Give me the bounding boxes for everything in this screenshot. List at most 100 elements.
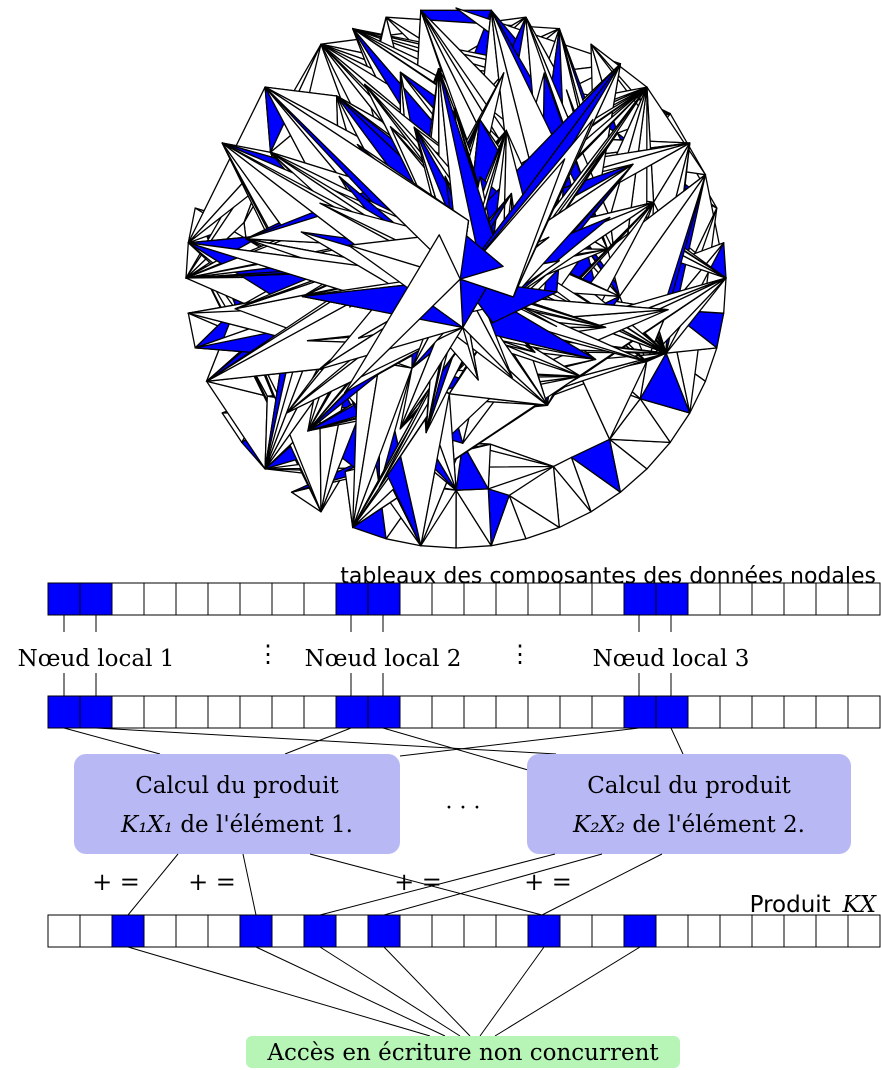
element-box-1-math: K₁X₁ [120, 812, 173, 838]
top-array-cell [559, 582, 593, 616]
top-array-cell [303, 582, 337, 616]
result-array-cell [335, 914, 369, 948]
second-array-cell [47, 695, 81, 729]
converging-line [255, 946, 446, 1037]
top-array [47, 582, 881, 616]
second-array-cell [559, 695, 593, 729]
second-array-cell [271, 695, 305, 729]
gather-arrows [63, 727, 684, 771]
element-box-1 [74, 754, 400, 854]
mesh-element [420, 489, 457, 549]
second-array-cell [751, 695, 785, 729]
triangular-mesh [185, 7, 727, 549]
top-array-cell [335, 582, 369, 616]
plus-equals-1: + = [92, 868, 140, 896]
second-array-cell [399, 695, 433, 729]
element-box-2-text: de l'élément 2. [632, 812, 805, 838]
result-array-cell [431, 914, 465, 948]
result-array-cell [687, 914, 721, 948]
top-connectors [63, 615, 672, 696]
top-array-cell [847, 582, 881, 616]
scatter-arrows [127, 853, 663, 916]
mesh-element [344, 234, 461, 394]
second-array-cell [463, 695, 497, 729]
element-box-1-line1: Calcul du produit [135, 773, 339, 799]
converging-line [319, 946, 461, 1037]
result-array-cell [271, 914, 305, 948]
result-array-cell [719, 914, 753, 948]
top-array-cell [79, 582, 113, 616]
vdots-1: ⋮ [256, 640, 280, 668]
vdots-2: ⋮ [508, 640, 532, 668]
top-array-cell [527, 582, 561, 616]
mesh-element-highlighted [570, 438, 622, 493]
result-array [47, 914, 881, 948]
converging-line [479, 946, 545, 1037]
plus-equals-3: + = [394, 868, 442, 896]
second-array-cell [303, 695, 337, 729]
mesh-element [264, 86, 470, 280]
plus-equals-4: + = [524, 868, 572, 896]
result-array-cell [623, 914, 657, 948]
node-label-2: Nœud local 2 [305, 646, 462, 672]
svg-text:K₁X₁ de l'élément 1.: K₁X₁ de l'élément 1. [120, 812, 353, 838]
element-box-1-text: de l'élément 1. [180, 812, 353, 838]
mesh-element [347, 244, 464, 329]
converging-line [127, 946, 431, 1037]
second-array-cell [687, 695, 721, 729]
converging-line [383, 946, 471, 1037]
mesh-element [552, 456, 592, 513]
element-box-2 [527, 754, 851, 854]
node-label-1: Nœud local 1 [18, 646, 175, 672]
top-array-cell [239, 582, 273, 616]
result-array-cell [783, 914, 817, 948]
mesh-element [508, 465, 560, 529]
top-array-cell [175, 582, 209, 616]
element-box-2-math: K₂X₂ [572, 812, 625, 838]
top-array-cell [431, 582, 465, 616]
hdots: · · · [446, 796, 481, 821]
result-array-cell [175, 914, 209, 948]
plus-equals-2: + = [188, 868, 236, 896]
node-label-3: Nœud local 3 [593, 646, 750, 672]
svg-text:Produit KX: Produit KX [750, 892, 878, 918]
second-array-cell [495, 695, 529, 729]
result-array-title: Produit [750, 892, 831, 918]
result-array-title-math: KX [841, 892, 877, 918]
top-array-cell [143, 582, 177, 616]
top-array-cell [495, 582, 529, 616]
second-array-cell [367, 695, 401, 729]
second-array-cell [79, 695, 113, 729]
result-array-cell [847, 914, 881, 948]
result-array-cell [47, 914, 81, 948]
footer-box [246, 1036, 680, 1068]
top-array-cell [687, 582, 721, 616]
second-array-cell [527, 695, 561, 729]
result-array-cell [559, 914, 593, 948]
top-array-cell [751, 582, 785, 616]
footer-label: Accès en écriture non concurrent [266, 1040, 659, 1066]
top-array-cell [367, 582, 401, 616]
result-array-cell [143, 914, 177, 948]
second-array-cell [655, 695, 689, 729]
result-array-cell [207, 914, 241, 948]
second-array-cell [431, 695, 465, 729]
second-array-cell [335, 695, 369, 729]
result-array-cell [495, 914, 529, 948]
second-array-cell [239, 695, 273, 729]
result-array-cell [463, 914, 497, 948]
result-array-cell [367, 914, 401, 948]
converging-line [494, 946, 641, 1037]
second-array-cell [847, 695, 881, 729]
top-array-cell [591, 582, 625, 616]
second-array-cell [207, 695, 241, 729]
second-array-cell [719, 695, 753, 729]
result-array-cell [239, 914, 273, 948]
result-array-cell [591, 914, 625, 948]
second-array-cell [111, 695, 145, 729]
result-array-cell [655, 914, 689, 948]
top-array-cell [623, 582, 657, 616]
top-array-cell [719, 582, 753, 616]
